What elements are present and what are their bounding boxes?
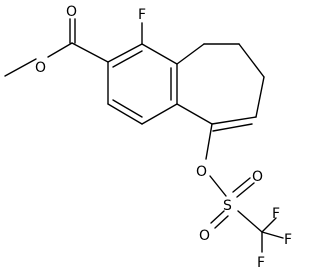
bond-s-o-lower-b — [214, 215, 229, 229]
benzene-ring — [107, 43, 178, 125]
atom-f-ring: F — [138, 7, 146, 23]
cycloheptene-ring — [176, 43, 265, 132]
ring-bond-5-inner — [112, 99, 143, 118]
ring-bond-2 — [141, 43, 178, 65]
atom-o-triflate: O — [196, 164, 207, 180]
atom-o-sulfonyl-lower: O — [199, 228, 210, 244]
bond-o-s — [209, 175, 227, 197]
seven-bond-3 — [238, 43, 265, 78]
seven-bond-1 — [176, 43, 205, 65]
seven-bond-5 — [211, 116, 257, 125]
ring-bond-5 — [107, 103, 143, 125]
atom-f-cf3-top: F — [272, 206, 280, 222]
bond-c-f-top — [261, 217, 277, 233]
seven-bond-5-inner — [212, 123, 253, 132]
structure-diagram: O O F O S O O F F F — [4, 4, 292, 271]
atom-o-sulfonyl-upper: O — [252, 169, 263, 185]
ring-bond-4 — [141, 103, 178, 125]
bond-s-o-upper-b — [236, 182, 255, 198]
atom-sulfur: S — [223, 198, 232, 214]
triflate-group — [205, 123, 284, 253]
ring-bond-1-inner — [112, 50, 143, 68]
ring-bond-1 — [107, 43, 143, 63]
bond-methyl-o — [4, 58, 37, 77]
methyl-ester — [4, 18, 109, 77]
bond-carbonyl-ring — [71, 42, 109, 63]
bond-s-cf3 — [237, 210, 263, 233]
bond-s-o-upper-a — [232, 177, 251, 193]
bond-s-o-lower-a — [210, 210, 225, 224]
atom-o-carbonyl: O — [66, 4, 77, 20]
atom-f-cf3-right: F — [284, 232, 292, 248]
atom-o-ester: O — [35, 60, 46, 76]
bond-c-f-right — [261, 231, 284, 239]
bond-c-o-triflate — [205, 123, 213, 160]
atom-f-cf3-bottom: F — [257, 255, 265, 271]
seven-bond-6 — [176, 103, 213, 125]
bond-o-carbonyl — [47, 42, 73, 58]
seven-bond-4 — [255, 76, 265, 118]
